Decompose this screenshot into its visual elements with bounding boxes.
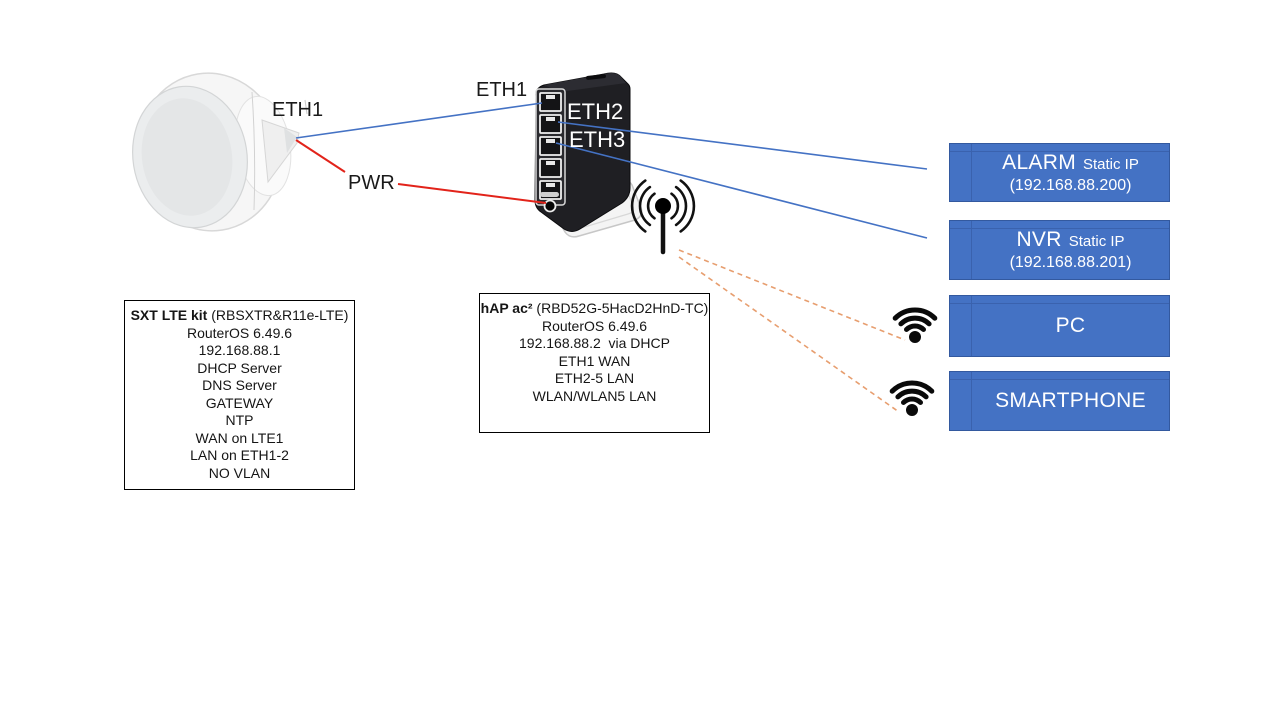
client-box-nvr: NVR Static IP (192.168.88.201): [949, 220, 1170, 280]
client-box-pc: PC: [949, 295, 1170, 357]
wireless-link-smartphone: [678, 256, 900, 413]
hap-info-line: ETH1 WAN: [558, 352, 631, 369]
client-qualifier: Static IP: [1083, 155, 1139, 173]
client-name: NVR: [1016, 228, 1062, 251]
sxt-info-line: GATEWAY: [205, 394, 274, 411]
client-name: SMARTPHONE: [995, 389, 1146, 412]
client-qualifier: Static IP: [1068, 233, 1125, 250]
client-ip: (192.168.88.200): [1009, 176, 1132, 194]
sxt-lte-antenna-illustration: [132, 72, 308, 232]
sxt-info-title: SXT LTE kit (RBSXTR&R11e-LTE): [130, 307, 349, 323]
sxt-info-line: LAN on ETH1-2: [190, 447, 289, 463]
client-box-alarm: ALARM Static IP (192.168.88.200): [949, 143, 1170, 202]
box-gridline-horizontal: [950, 151, 1169, 152]
sxt-info-line: RouterOS 6.49.6: [186, 324, 293, 341]
eth3-cable-line: [555, 142, 928, 239]
box-gridline-vertical: [971, 221, 972, 279]
sxt-info-box: SXT LTE kit (RBSXTR&R11e-LTE) RouterOS 6…: [124, 300, 355, 490]
client-box-smartphone: SMARTPHONE: [949, 371, 1170, 431]
box-gridline-horizontal: [950, 228, 1169, 229]
broadcast-antenna-icon: [630, 179, 696, 255]
sxt-info-line: WAN on LTE1: [195, 429, 284, 446]
box-gridline-horizontal: [950, 379, 1169, 380]
hap-info-line: 192.168.88.2 via DHCP: [519, 335, 670, 351]
hap-info-title: hAP ac² (RBD52G-5HacD2HnD-TC): [480, 300, 709, 316]
pwr-cable-line-b: [397, 183, 547, 204]
hap-info-line: ETH2-5 LAN: [554, 370, 635, 386]
router-eth3-label: ETH3: [569, 127, 626, 152]
sxt-info-line: NTP: [225, 412, 254, 428]
eth2-cable-line: [557, 121, 928, 170]
box-gridline-vertical: [971, 144, 972, 201]
box-gridline-vertical: [971, 372, 972, 430]
sxt-info-line: DNS Server: [202, 377, 277, 393]
wifi-icon-pc: [892, 307, 938, 343]
box-gridline-vertical: [971, 296, 972, 356]
hap-ac2-router-illustration: [534, 72, 643, 238]
pwr-cable-line-a: [295, 139, 346, 173]
client-name: PC: [1055, 314, 1086, 337]
hap-info-box: hAP ac² (RBD52G-5HacD2HnD-TC) RouterOS 6…: [479, 293, 710, 433]
hap-info-line: RouterOS 6.49.6: [541, 317, 648, 334]
router-eth2-label: ETH2: [567, 99, 624, 124]
sxt-info-line: NO VLAN: [208, 464, 271, 481]
client-name: ALARM: [1002, 150, 1076, 174]
sxt-info-line: 192.168.88.1: [198, 342, 281, 358]
router-eth1-label: ETH1: [476, 79, 528, 101]
sxt-eth1-label: ETH1: [272, 99, 324, 121]
sxt-info-line: DHCP Server: [197, 359, 282, 376]
sxt-pwr-label: PWR: [348, 172, 395, 194]
wifi-icon-smartphone: [889, 380, 935, 416]
box-gridline-horizontal: [950, 303, 1169, 304]
wireless-link-pc: [678, 249, 906, 341]
hap-info-line: WLAN/WLAN5 LAN: [532, 387, 657, 404]
client-ip: (192.168.88.201): [1009, 254, 1132, 271]
eth1-cable-line: [295, 102, 543, 139]
